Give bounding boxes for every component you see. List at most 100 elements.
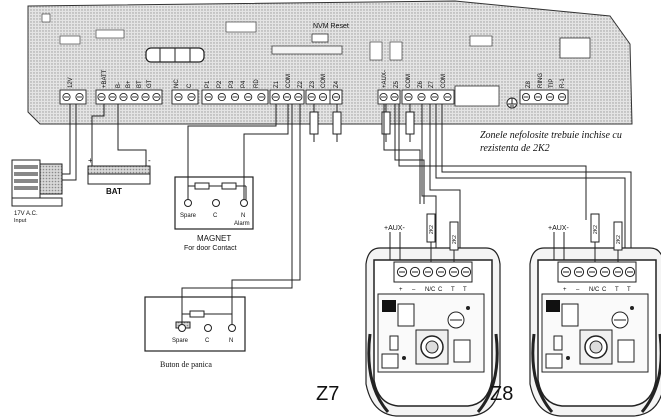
panel-terminal-label: +BATT [102,69,108,88]
note-line-2: rezistenta de 2K2 [480,143,550,154]
detector-aux-label: +AUX- [548,225,569,232]
panel-terminal-label: Z7 [429,80,435,88]
terminal-block [171,89,199,105]
wire-aux-z7 [383,104,421,204]
detector-terminal-label: T [451,287,455,293]
terminal-block [201,89,269,105]
magnet-terminal-n: N [241,213,245,219]
panel-terminal-label: +AUX- [382,70,388,88]
detector-resistor-1-label: 2K2 [429,225,435,234]
panic-terminal-c: C [205,338,210,344]
detector-resistor-1-label: 2K2 [593,225,599,234]
panel-terminal-label: Z6 [418,80,424,88]
detector-terminal-label: T [627,287,631,293]
detector-terminal-label: – [412,287,416,293]
detector-terminal-label: T [615,287,619,293]
magnet-title: MAGNET [197,234,231,243]
battery-label: BAT [106,187,122,196]
terminal-block [95,89,163,105]
resistor-z5 [381,104,391,142]
wire-z7 [421,104,437,260]
ground-icon [506,97,518,109]
panel-terminal-label: Z3 [310,80,316,88]
detector-led [546,300,560,312]
detector-terminal-screws [560,266,636,278]
magnet-terminal-alarm: Alarm [234,221,250,227]
panic-title: Buton de panica [160,360,212,369]
battery-plus-label: + [88,156,93,165]
panel-terminal-label: COM [286,74,292,88]
transformer-sub-label: Input [14,218,27,224]
wire-bat-plus [91,104,105,166]
detector-terminal-label: + [399,287,403,293]
detector-terminal-label: C [438,287,443,293]
panel-terminal-label: R-1 [560,78,566,88]
panic-button: Spare C N Buton de panica [144,296,246,369]
terminal-block [329,89,343,105]
terminal-block [377,89,401,105]
magnet-terminal-spare: Spare [180,213,197,219]
wire-ac-1 [62,104,71,175]
detector-terminal-label: C [602,287,607,293]
detector-terminal-label: T [463,287,467,293]
nvm-reset-label: NVM Reset [313,23,349,30]
detector-terminal-label: + [563,287,567,293]
panel-terminal-label: 12V [68,77,74,88]
panel-terminal-label: COM [321,74,327,88]
battery-minus-label: - [148,156,151,165]
panic-terminal-n: N [229,338,233,344]
wiring [62,104,632,324]
resistor-z4 [332,104,342,142]
detector-name: Z8 [490,383,513,405]
panel-terminal-label: P1 [205,80,211,88]
terminal-block [519,89,569,105]
wire-z7-com [429,104,461,260]
panel-terminal-label: P2 [217,80,223,88]
battery: BAT + - [87,156,151,196]
detector-terminal-label: N/C [589,287,600,293]
terminal-block [269,89,305,105]
wire-z8 [435,104,626,260]
panel-terminal-label: Z4 [334,80,340,88]
detector-terminal-label: – [576,287,580,293]
wire-ac-2 [62,104,77,181]
transformer: 17V A.C. Input [11,159,63,224]
panel-terminal-label: Z5 [394,80,400,88]
panel-terminal-label: Z2 [298,80,304,88]
nvm-reset-jumper [311,33,329,43]
magnet-terminal-c: C [213,213,218,219]
panel-terminal-blocks [59,89,569,105]
board-chip [271,45,343,55]
detector-terminal-screws [396,266,472,278]
panel-terminal-label: C [187,83,193,88]
panel-terminal-label: Z1 [274,80,280,88]
detector-aux-label: +AUX- [384,225,405,232]
wire-magnet-n [243,104,289,199]
panel-terminal-label: P3 [229,80,235,88]
panel-terminal-label: COM [406,74,412,88]
panel-terminal-label: B- [116,82,122,88]
detector-terminal-label: N/C [425,287,436,293]
note-line-1: Zonele nefolosite trebuie inchise cu [480,130,622,141]
panel-terminal-label: RING [538,73,544,88]
wire-aux-z7b [394,104,425,204]
panic-terminal-spare: Spare [172,338,189,344]
panel-terminal-label: BT [137,80,143,88]
resistor-z6 [405,104,415,142]
panel-terminal-label: P4 [241,80,247,88]
board-relay [454,85,500,107]
wire-panic-n [231,104,301,324]
panel-terminal-label: TIP [549,79,555,88]
panel-resistors [309,104,415,142]
wire-aux-z8 [398,104,587,220]
wire-magnet-spare [187,104,277,199]
transformer-label: 17V A.C. [14,211,38,217]
detector-name: Z7 [316,383,339,405]
